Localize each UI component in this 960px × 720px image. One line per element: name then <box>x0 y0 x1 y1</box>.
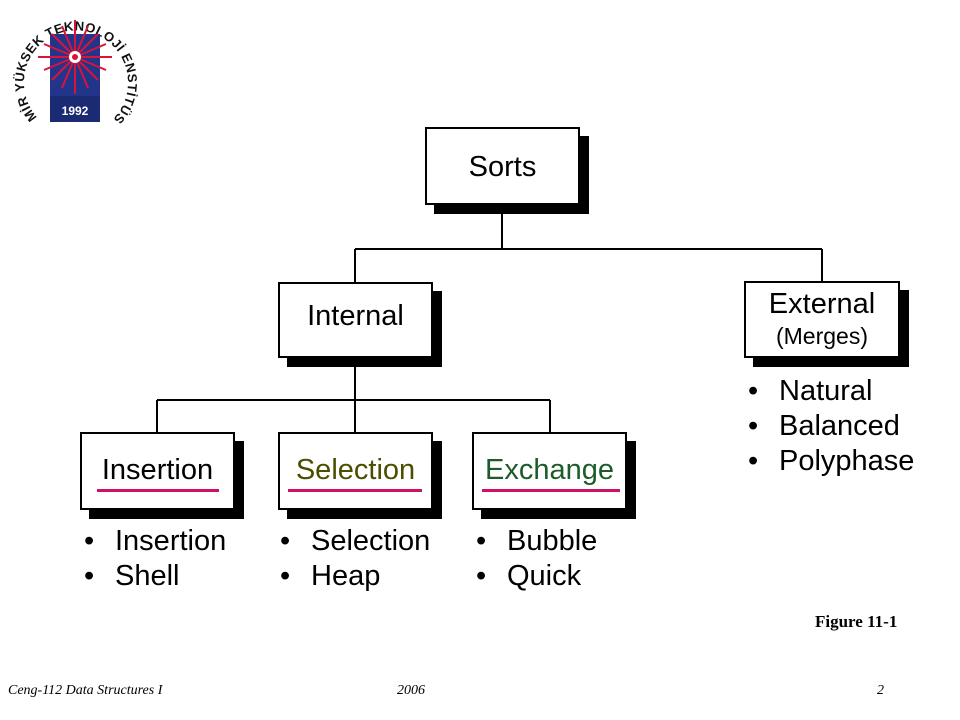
list-item: Balanced <box>744 409 914 444</box>
selection-list: Selection Heap <box>276 524 430 594</box>
sorts-label: Sorts <box>468 151 537 183</box>
external-node: External (Merges) <box>744 281 900 358</box>
list-item: Selection <box>276 524 430 559</box>
footer-page-number: 2 <box>877 683 884 698</box>
internal-label: Internal <box>307 300 404 332</box>
institute-logo: İZMİR YÜKSEK TEKNOLOJİ ENSTİTÜSÜ 1992 <box>7 0 142 130</box>
list-item: Bubble <box>472 524 597 559</box>
list-item: Polyphase <box>744 444 914 479</box>
insertion-title: Insertion <box>101 454 214 486</box>
selection-title: Selection <box>295 454 416 486</box>
sorts-node: Sorts <box>425 127 580 205</box>
footer-year: 2006 <box>397 683 425 698</box>
insertion-underline <box>97 489 219 492</box>
insertion-list: Insertion Shell <box>80 524 226 594</box>
internal-node: Internal <box>278 282 433 358</box>
footer-course: Ceng-112 Data Structures I <box>8 683 163 698</box>
insertion-node: Insertion <box>80 432 235 510</box>
selection-node: Selection <box>278 432 433 510</box>
selection-underline <box>288 489 422 492</box>
external-title: External <box>768 288 876 320</box>
figure-caption: Figure 11-1 <box>815 612 898 631</box>
exchange-underline <box>482 489 620 492</box>
list-item: Shell <box>80 559 226 594</box>
exchange-list: Bubble Quick <box>472 524 597 594</box>
list-item: Natural <box>744 374 914 409</box>
list-item: Insertion <box>80 524 226 559</box>
external-subtitle: (Merges) <box>775 323 868 349</box>
logo-year: 1992 <box>62 104 89 118</box>
list-item: Heap <box>276 559 430 594</box>
list-item: Quick <box>472 559 597 594</box>
exchange-node: Exchange <box>472 432 627 510</box>
exchange-title: Exchange <box>485 454 614 486</box>
external-list: Natural Balanced Polyphase <box>744 374 914 479</box>
